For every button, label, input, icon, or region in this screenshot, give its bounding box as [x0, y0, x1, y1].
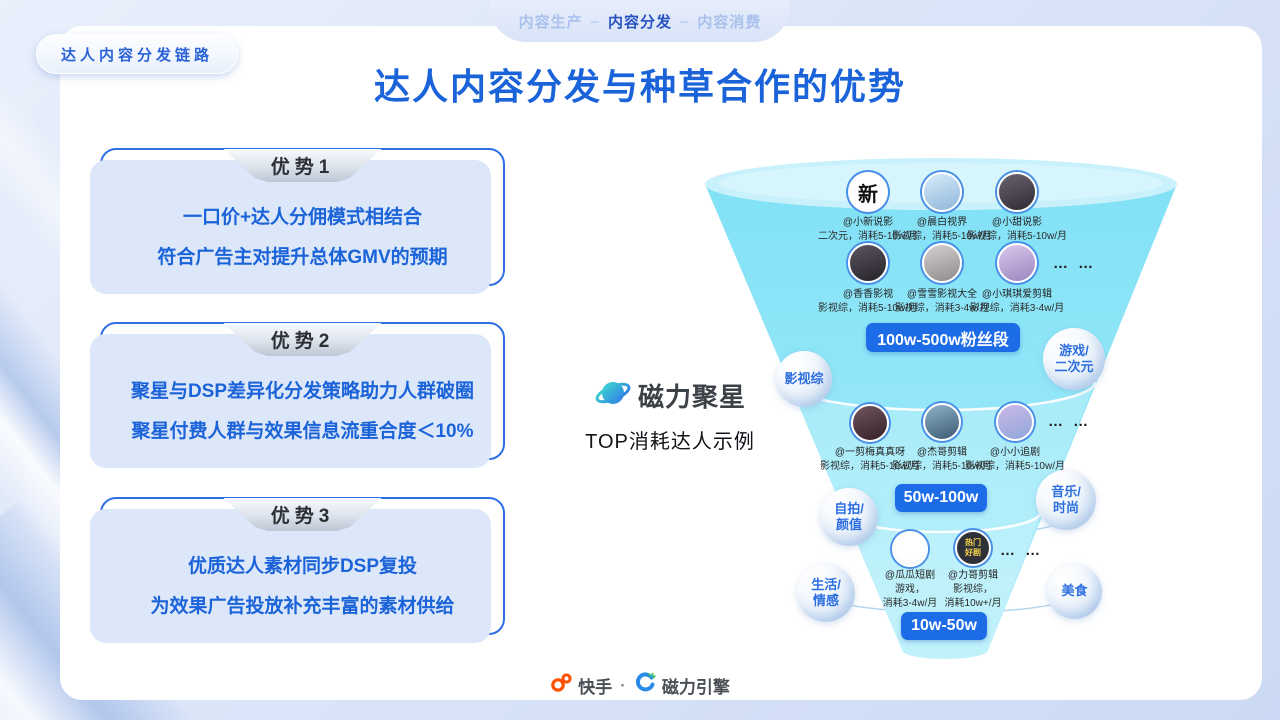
- creator-avatar: [922, 172, 962, 212]
- advantage-2-line-1: 聚星与DSP差异化分发策略助力人群破圈: [130, 380, 475, 402]
- creator-desc: 影视综，消耗5-10w/月: [817, 303, 918, 314]
- corner-badge: 达人内容分发链路: [36, 34, 239, 74]
- advantage-1-line-1: 一口价+达人分佣模式相结合: [182, 206, 423, 228]
- category-bubble-game-acg: 游戏/ 二次元: [1043, 328, 1105, 390]
- magnet-engine-label: 磁力引擎: [661, 678, 730, 697]
- creator-name: @一剪梅真真呀: [834, 447, 906, 458]
- kuaishou-label: 快手: [578, 678, 613, 697]
- creator-caption: @小小追剧 影视综，消耗5-10w/月: [945, 446, 1085, 474]
- creator-desc: 影视综，消耗5-10w/月: [891, 461, 992, 472]
- avatar-glyph: 热门 好剧: [965, 538, 981, 557]
- creator-name: @香香影视: [842, 289, 894, 300]
- advantage-tab-3: 优势3: [223, 498, 382, 531]
- fan-tier-label-2: 50w-100w: [895, 484, 987, 512]
- creator-name: @小小追剧: [989, 447, 1041, 458]
- footer-separator: ·: [620, 675, 626, 695]
- fan-tier-label-3: 10w-50w: [901, 612, 987, 640]
- creator-avatar: [997, 243, 1037, 283]
- brand-block: 磁力聚星 TOP消耗达人示例: [570, 374, 770, 454]
- category-bubble-selfie: 自拍/ 颜值: [820, 488, 878, 546]
- nav-item-content-distribution[interactable]: 内容分发: [607, 13, 672, 31]
- creator-avatar: [996, 403, 1034, 441]
- advantage-card-1: 优势1 一口价+达人分佣模式相结合 符合广告主对提升总体GMV的预期: [90, 148, 505, 294]
- creator-avatar: [923, 403, 961, 441]
- creator-name: @瓜瓜短剧: [884, 570, 936, 581]
- nav-separator: –: [590, 12, 600, 30]
- creator-caption: @小新说影 二次元，消耗5-10w/月: [798, 216, 938, 244]
- category-bubble-life-emotion: 生活/ 情感: [797, 564, 855, 622]
- creator-caption: @一剪梅真真呀 影视综，消耗5-10w/月: [800, 446, 940, 474]
- advantage-3-line-1: 优质达人素材同步DSP复投: [187, 555, 418, 577]
- more-creators-dots: … …: [1000, 542, 1044, 559]
- creator-name: @雪雪影视大全: [906, 289, 978, 300]
- magnetic-star-logo-icon: [594, 374, 632, 417]
- creator-desc: 影视综，消耗3-4w/月: [894, 303, 990, 314]
- creator-desc: 影视综，消耗5-10w/月: [819, 461, 920, 472]
- creator-avatar: [922, 243, 962, 283]
- more-creators-dots: … …: [1048, 413, 1092, 430]
- nav-separator: –: [680, 12, 690, 30]
- creator-name: @小琪琪爱剪辑: [981, 289, 1053, 300]
- creator-desc: 影视综，消耗3-4w/月: [969, 303, 1065, 314]
- advantage-1-line-2: 符合广告主对提升总体GMV的预期: [157, 246, 448, 268]
- avatar-glyph: 新: [858, 181, 878, 206]
- more-creators-dots: … …: [1053, 255, 1097, 272]
- creator-desc: 影视综， 消耗10w+/月: [944, 584, 1002, 609]
- creator-caption: @小琪琪爱剪辑 影视综，消耗3-4w/月: [947, 288, 1087, 316]
- creator-caption: @晨白视界 影视综，消耗5-10w/月: [872, 216, 1012, 244]
- category-bubble-food: 美食: [1047, 564, 1102, 619]
- creator-desc: 影视综，消耗5-10w/月: [964, 461, 1065, 472]
- creator-name: @力哥剪辑: [947, 570, 999, 581]
- category-bubble-film: 影视综: [776, 351, 832, 407]
- creator-caption: @力哥剪辑 影视综， 消耗10w+/月: [923, 569, 1023, 611]
- footer-brand-bar: 快手 · 磁力引擎: [0, 672, 1280, 699]
- creator-avatar: 新: [848, 172, 888, 212]
- category-bubble-music-fashion: 音乐/ 时尚: [1036, 470, 1096, 530]
- advantage-tab-2: 优势2: [223, 323, 382, 356]
- advantage-card-2: 优势2 聚星与DSP差异化分发策略助力人群破圈 聚星付费人群与效果信息流重合度＜…: [90, 322, 505, 468]
- nav-item-content-production[interactable]: 内容生产: [518, 13, 583, 31]
- creator-name: @小甜说影: [991, 217, 1043, 228]
- creator-desc: 影视综，消耗5-10w/月: [891, 231, 992, 242]
- creator-desc: 游戏， 消耗3-4w/月: [882, 584, 938, 609]
- creator-desc: 影视综，消耗5-10w/月: [966, 231, 1067, 242]
- brand-name: 磁力聚星: [637, 382, 746, 412]
- creator-caption: @瓜瓜短剧 游戏， 消耗3-4w/月: [860, 569, 960, 611]
- advantage-2-line-2: 聚星付费人群与效果信息流重合度＜10%: [131, 420, 474, 442]
- page-title: 达人内容分发与种草合作的优势: [373, 66, 906, 107]
- creator-caption: @雪雪影视大全 影视综，消耗3-4w/月: [872, 288, 1012, 316]
- advantage-3-line-2: 为效果广告投放补充丰富的素材供给: [150, 595, 455, 617]
- creator-caption: @杰哥剪辑 影视综，消耗5-10w/月: [872, 446, 1012, 474]
- kuaishou-logo-icon: [550, 673, 572, 698]
- creator-name: @小新说影: [842, 217, 894, 228]
- advantage-tab-1: 优势1: [223, 149, 382, 182]
- creator-avatar: [997, 172, 1037, 212]
- nav-item-content-consumption[interactable]: 内容消费: [697, 13, 762, 31]
- creator-desc: 二次元，消耗5-10w/月: [817, 231, 918, 242]
- creator-caption: @香香影视 影视综，消耗5-10w/月: [798, 288, 938, 316]
- creator-name: @杰哥剪辑: [916, 447, 968, 458]
- magnet-engine-logo-icon: [634, 672, 656, 699]
- creator-avatar: [851, 404, 889, 442]
- creator-avatar: 热门 好剧: [955, 530, 991, 566]
- fan-tier-label-1: 100w-500w粉丝段: [866, 323, 1020, 352]
- creator-name: @晨白视界: [916, 217, 968, 228]
- creator-avatar: [848, 243, 888, 283]
- brand-subtitle: TOP消耗达人示例: [585, 431, 755, 453]
- creator-avatar: [892, 531, 928, 567]
- creator-caption: @小甜说影 影视综，消耗5-10w/月: [947, 216, 1087, 244]
- advantage-card-3: 优势3 优质达人素材同步DSP复投 为效果广告投放补充丰富的素材供给: [90, 497, 505, 643]
- section-nav: 内容生产 – 内容分发 – 内容消费: [490, 0, 790, 42]
